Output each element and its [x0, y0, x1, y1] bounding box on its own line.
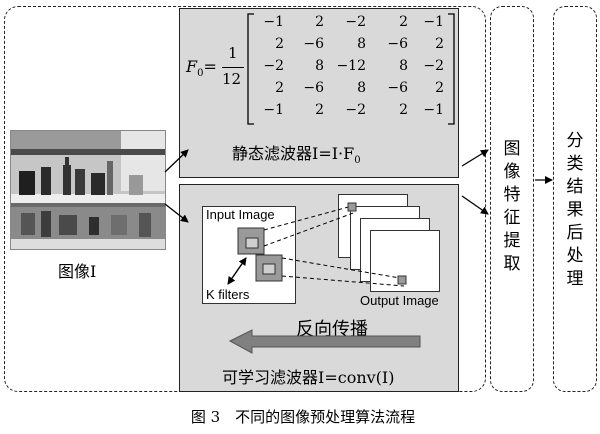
- matrix-cell: −12: [336, 58, 366, 74]
- matrix-cell: 8: [315, 58, 324, 74]
- matrix-cell: −6: [303, 80, 324, 96]
- matrix-cell: 2: [435, 80, 444, 96]
- matrix-cell: −1: [423, 102, 444, 118]
- formula-fraction-denominator: 12: [222, 70, 242, 88]
- classification-box: [553, 6, 597, 392]
- matrix-cell: 2: [315, 102, 324, 118]
- feature-extraction-label: 图像特征提取: [503, 139, 521, 274]
- matrix-cell: 2: [275, 80, 284, 96]
- matrix-cell: 2: [315, 14, 324, 30]
- matrix-cell: 2: [399, 102, 408, 118]
- input-image: [10, 130, 166, 250]
- k-filters-label: K filters: [206, 287, 250, 302]
- learnable-filter-label: 可学习滤波器I=conv(I): [222, 368, 395, 387]
- matrix-cell: −1: [263, 102, 284, 118]
- matrix-cell: −1: [263, 14, 284, 30]
- input-image-box-label: Input Image: [206, 207, 275, 222]
- matrix-cell: 8: [399, 58, 408, 74]
- matrix-cell: −6: [387, 80, 408, 96]
- input-photo-graphic: [11, 131, 165, 249]
- matrix-cell: 8: [357, 80, 366, 96]
- classification-label: 分类结果后处理: [566, 131, 584, 289]
- output-image-layer: [370, 230, 440, 292]
- matrix-cell: −2: [345, 102, 366, 118]
- matrix-cell: 2: [435, 36, 444, 52]
- matrix-cell: −2: [345, 14, 366, 30]
- formula-fraction-bar: [222, 67, 244, 68]
- matrix-cell: −6: [303, 36, 324, 52]
- backprop-label: 反向传播: [296, 319, 368, 340]
- matrix-cell: 2: [275, 36, 284, 52]
- matrix-cell: −1: [423, 14, 444, 30]
- formula-fraction-numerator: 1: [228, 44, 238, 62]
- formula-lhs: F0=: [186, 57, 217, 80]
- matrix-cell: 2: [399, 14, 408, 30]
- output-image-label: Output Image: [360, 293, 439, 308]
- figure-caption: 图 3 不同的图像预处理算法流程: [190, 408, 416, 426]
- matrix-cell: −2: [423, 58, 444, 74]
- matrix-cell: 8: [357, 36, 366, 52]
- static-filter-panel: [179, 8, 459, 178]
- input-image-label: 图像I: [58, 262, 97, 281]
- static-filter-label: 静态滤波器I=I·F0: [232, 144, 361, 167]
- matrix-cell: −6: [387, 36, 408, 52]
- matrix-cell: −2: [263, 58, 284, 74]
- feature-extraction-box: [490, 6, 534, 392]
